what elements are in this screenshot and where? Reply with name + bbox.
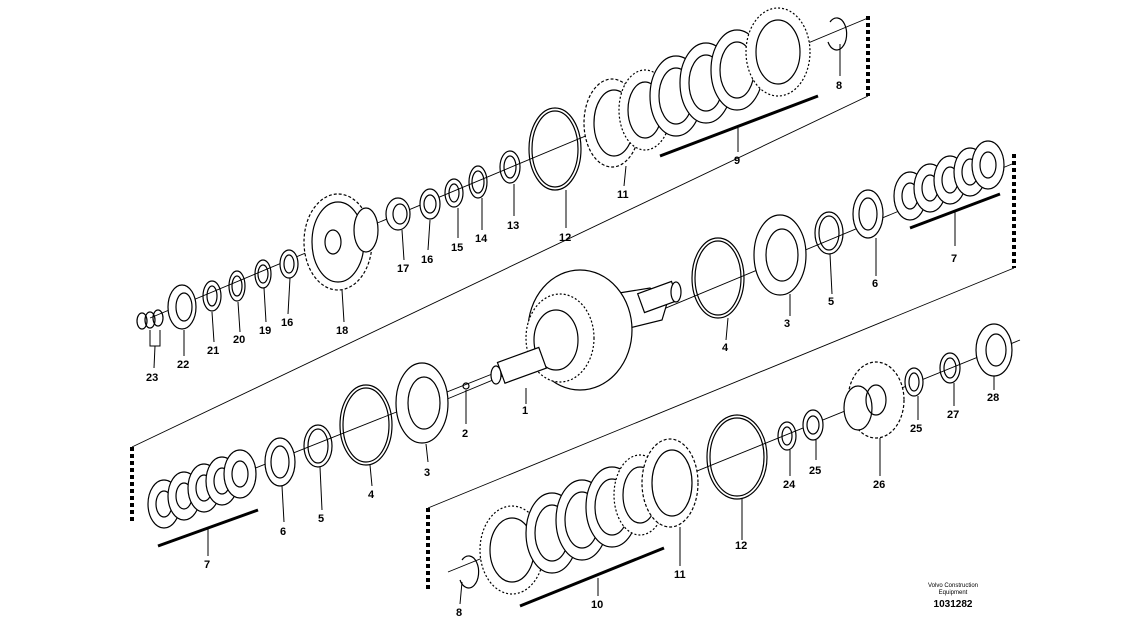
callout-4: 4: [368, 489, 375, 501]
callout-21: 21: [207, 345, 219, 357]
callout-3: 3: [784, 318, 790, 330]
callout-25: 25: [809, 465, 821, 477]
document-number: 1031282: [933, 599, 973, 610]
callout-8: 8: [836, 80, 842, 92]
part-17-bushing: [385, 197, 411, 231]
callout-8: 8: [456, 607, 462, 619]
part-9-clutch-discs: [618, 7, 811, 151]
callout-6: 6: [872, 278, 878, 290]
callout-25: 25: [910, 423, 922, 435]
part-2-ball: [462, 382, 470, 390]
callout-26: 26: [873, 479, 885, 491]
callout-4: 4: [722, 342, 729, 354]
callout-1: 1: [522, 405, 528, 417]
part-16b-needle-bearing: [419, 188, 441, 220]
part-19-washer: [254, 259, 272, 289]
part-5-seal: [814, 211, 844, 255]
frame-lines: [130, 16, 1016, 590]
callout-11: 11: [617, 189, 629, 201]
part-8-snap-ring: [827, 17, 848, 51]
callout-10: 10: [591, 599, 603, 611]
part-13-washer: [499, 150, 521, 184]
part-15-washer: [444, 178, 464, 208]
part-7b-disc-pack: [147, 449, 257, 529]
part-4b-o-ring: [339, 384, 393, 466]
part-18-gear: [303, 193, 379, 291]
leader-lines: [153, 44, 995, 605]
callout-17: 17: [397, 263, 409, 275]
part-21-washer: [202, 280, 222, 312]
callout-13: 13: [507, 220, 519, 232]
part-8b-snap-ring: [459, 555, 480, 589]
part-1-clutch-drum: [490, 269, 682, 391]
callout-15: 15: [451, 242, 463, 254]
part-14-thrust-bearing: [468, 165, 488, 199]
part-12b-o-ring: [706, 414, 768, 500]
callout-19: 19: [259, 325, 271, 337]
callout-5: 5: [318, 513, 324, 525]
part-5b-seal: [303, 424, 333, 468]
callout-3: 3: [424, 467, 430, 479]
callout-5: 5: [828, 296, 834, 308]
callout-2: 2: [462, 428, 468, 440]
part-25b-needle-bearing: [904, 367, 924, 397]
document-footer: Volvo Construction Equipment 1031282: [918, 583, 988, 610]
part-22-bearing: [167, 284, 197, 330]
callout-16: 16: [421, 254, 433, 266]
callout-28: 28: [987, 392, 999, 404]
callout-23: 23: [146, 372, 158, 384]
part-24-washer: [777, 421, 797, 451]
part-25-needle-bearing: [802, 409, 824, 441]
callout-22: 22: [177, 359, 189, 371]
callout-6: 6: [280, 526, 286, 538]
group-braces: [149, 94, 1001, 608]
callout-7: 7: [951, 253, 957, 265]
callout-14: 14: [475, 233, 488, 245]
part-7-disc-pack: [893, 140, 1005, 221]
callout-9: 9: [734, 155, 740, 167]
part-12-o-ring: [528, 107, 582, 191]
callout-20: 20: [233, 334, 245, 346]
callout-7: 7: [204, 559, 210, 571]
callout-labels: 1 2 3 3 4 4 5 5 6 6 7 7 8 8 9 10 11 11 1…: [146, 80, 999, 619]
part-6-spring: [852, 189, 884, 239]
part-20-thrust-bearing: [228, 270, 246, 302]
callout-16: 16: [281, 317, 293, 329]
callout-12: 12: [735, 540, 747, 552]
part-10-clutch-discs: [479, 454, 667, 595]
part-4-o-ring: [691, 237, 745, 319]
part-23-circlips: [136, 309, 164, 330]
callout-24: 24: [783, 479, 796, 491]
callout-27: 27: [947, 409, 959, 421]
part-11b-piston: [641, 438, 699, 528]
part-26-gear: [843, 361, 905, 439]
company-name: Volvo Construction Equipment: [927, 583, 979, 596]
part-28-bearing: [975, 323, 1013, 377]
part-3b-piston-housing: [395, 362, 449, 444]
callout-12: 12: [559, 232, 571, 244]
part-27-washer: [939, 352, 961, 384]
part-6b-spring: [264, 437, 296, 487]
callout-11: 11: [674, 569, 686, 581]
part-3-piston-housing: [753, 214, 807, 296]
callout-18: 18: [336, 325, 348, 337]
part-16-needle-bearing: [279, 249, 299, 279]
